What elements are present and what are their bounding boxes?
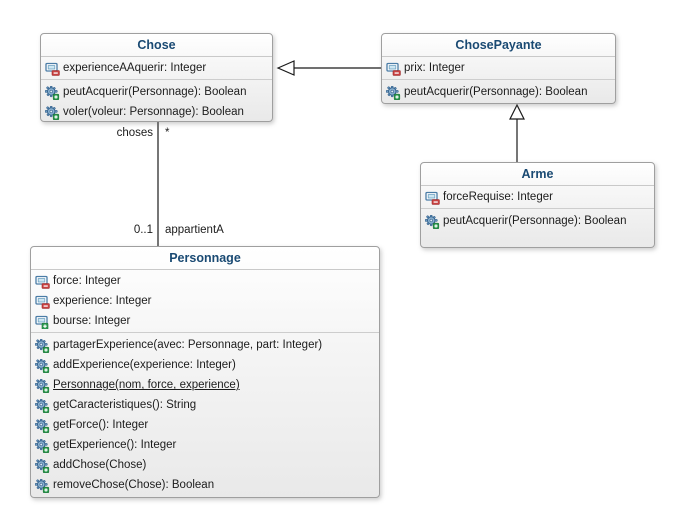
method-label: partagerExperience(avec: Personnage, par…	[53, 339, 323, 351]
method-label: addExperience(experience: Integer)	[53, 359, 236, 371]
method-public-icon	[34, 338, 50, 353]
method-label: peutAcquerir(Personnage): Boolean	[404, 86, 588, 98]
methods-compartment: peutAcquerir(Personnage): Boolean voler(…	[41, 80, 272, 123]
attribute-label: prix: Integer	[404, 62, 465, 74]
method-public-icon	[385, 85, 401, 100]
method-row: peutAcquerir(Personnage): Boolean	[44, 82, 268, 102]
method-public-icon	[34, 398, 50, 413]
attribute-label: force: Integer	[53, 275, 121, 287]
attributes-compartment: prix: Integer	[382, 57, 615, 80]
methods-compartment: partagerExperience(avec: Personnage, par…	[31, 333, 379, 497]
attributes-compartment: forceRequise: Integer	[421, 186, 654, 209]
class-arme[interactable]: Arme forceRequise: Integer peutAcquerir(…	[420, 162, 655, 248]
association-name-appartienta-label: appartientA	[165, 224, 224, 236]
methods-compartment: peutAcquerir(Personnage): Boolean	[421, 209, 654, 247]
method-row: getCaracteristiques(): String	[34, 395, 375, 415]
methods-compartment: peutAcquerir(Personnage): Boolean	[382, 80, 615, 103]
method-label: peutAcquerir(Personnage): Boolean	[63, 86, 247, 98]
attribute-private-icon	[35, 295, 50, 309]
class-personnage[interactable]: Personnage force: Integer experience: In…	[30, 246, 380, 498]
method-row: voler(voleur: Personnage): Boolean	[44, 102, 268, 122]
method-public-icon	[34, 478, 50, 493]
method-row: getExperience(): Integer	[34, 435, 375, 455]
method-row: addChose(Chose)	[34, 455, 375, 475]
attributes-compartment: force: Integer experience: Integer bours…	[31, 270, 379, 333]
method-public-icon	[34, 378, 50, 393]
class-title: Personnage	[31, 247, 379, 270]
method-label: removeChose(Chose): Boolean	[53, 479, 215, 491]
method-public-icon	[34, 418, 50, 433]
attribute-label: experience: Integer	[53, 295, 152, 307]
method-label: Personnage(nom, force, experience)	[53, 379, 240, 391]
attribute-row: forceRequise: Integer	[425, 187, 650, 207]
method-row: peutAcquerir(Personnage): Boolean	[424, 211, 650, 231]
method-public-icon	[44, 105, 60, 120]
association-multiplicity-star-label: *	[165, 127, 170, 139]
attribute-private-icon	[45, 62, 60, 76]
attribute-label: experienceAAquerir: Integer	[63, 62, 207, 74]
attribute-row: bourse: Integer	[35, 311, 375, 331]
method-row: getForce(): Integer	[34, 415, 375, 435]
association-role-choses-label: choses	[116, 127, 153, 139]
method-label: getExperience(): Integer	[53, 439, 177, 451]
method-label: peutAcquerir(Personnage): Boolean	[443, 215, 627, 227]
method-row: removeChose(Chose): Boolean	[34, 475, 375, 495]
method-label: getForce(): Integer	[53, 419, 149, 431]
attribute-label: bourse: Integer	[53, 315, 131, 327]
class-title: ChosePayante	[382, 34, 615, 57]
method-label: addChose(Chose)	[53, 459, 147, 471]
method-public-icon	[424, 214, 440, 229]
method-row-constructor: Personnage(nom, force, experience)	[34, 375, 375, 395]
class-title: Chose	[41, 34, 272, 57]
attribute-row: experience: Integer	[35, 291, 375, 311]
attributes-compartment: experienceAAquerir: Integer	[41, 57, 272, 80]
class-title: Arme	[421, 163, 654, 186]
method-label: voler(voleur: Personnage): Boolean	[63, 106, 244, 118]
attribute-private-icon	[425, 191, 440, 205]
attribute-public-icon	[35, 315, 50, 329]
method-row: peutAcquerir(Personnage): Boolean	[385, 82, 611, 102]
class-chose[interactable]: Chose experienceAAquerir: Integer peutAc…	[40, 33, 273, 122]
class-chosepayante[interactable]: ChosePayante prix: Integer peutAcquerir(…	[381, 33, 616, 104]
method-label: getCaracteristiques(): String	[53, 399, 197, 411]
method-public-icon	[34, 358, 50, 373]
generalization-chosepayante-to-chose[interactable]	[276, 60, 381, 76]
method-public-icon	[44, 85, 60, 100]
attribute-label: forceRequise: Integer	[443, 191, 553, 203]
attribute-row: experienceAAquerir: Integer	[45, 58, 268, 78]
generalization-arme-to-chosepayante[interactable]	[509, 103, 525, 162]
method-public-icon	[34, 458, 50, 473]
attribute-row: prix: Integer	[386, 58, 611, 78]
attribute-private-icon	[386, 62, 401, 76]
attribute-private-icon	[35, 275, 50, 289]
method-row: partagerExperience(avec: Personnage, par…	[34, 335, 375, 355]
association-multiplicity-0-1-label: 0..1	[133, 224, 153, 236]
method-public-icon	[34, 438, 50, 453]
method-row: addExperience(experience: Integer)	[34, 355, 375, 375]
attribute-row: force: Integer	[35, 271, 375, 291]
